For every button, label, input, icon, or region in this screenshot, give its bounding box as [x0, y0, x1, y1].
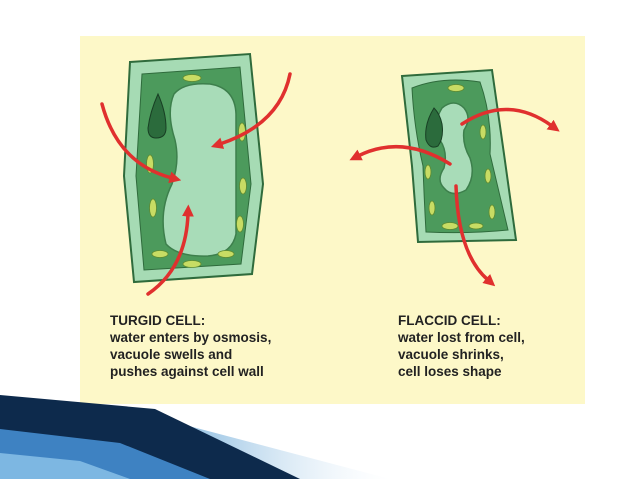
turgid-chloroplasts — [146, 74, 247, 268]
turgid-caption: TURGID CELL: water enters by osmosis, va… — [110, 312, 271, 380]
flaccid-chloroplasts — [424, 84, 496, 230]
turgid-line-2: vacuole swells and — [110, 347, 233, 362]
flaccid-caption: FLACCID CELL: water lost from cell, vacu… — [398, 312, 525, 380]
flaccid-line-3: cell loses shape — [398, 364, 502, 379]
flaccid-vacuole — [435, 102, 473, 195]
slide-swoosh-decoration — [0, 395, 390, 479]
water-out-arrow-right — [460, 107, 560, 132]
water-out-arrow — [349, 107, 560, 287]
flaccid-line-1: water lost from cell, — [398, 330, 525, 345]
turgid-cell — [100, 52, 292, 296]
water-in-arrow — [100, 72, 292, 296]
turgid-vacuole — [162, 82, 237, 257]
turgid-line-1: water enters by osmosis, — [110, 330, 272, 345]
water-out-arrow-left — [349, 144, 452, 166]
osmosis-diagram — [100, 52, 560, 296]
water-in-arrow-right — [210, 72, 292, 149]
water-out-arrow-bottom — [454, 184, 496, 287]
flaccid-nucleus — [425, 107, 443, 148]
turgid-nucleus — [147, 92, 167, 139]
water-in-arrow-bottom — [146, 204, 194, 296]
turgid-title: TURGID CELL: — [110, 313, 206, 328]
turgid-line-3: pushes against cell wall — [110, 364, 264, 379]
water-in-arrow-left — [100, 102, 182, 184]
flaccid-title: FLACCID CELL: — [398, 313, 501, 328]
flaccid-cell — [349, 68, 560, 287]
diagram-panel: TURGID CELL: water enters by osmosis, va… — [80, 36, 585, 404]
flaccid-line-2: vacuole shrinks, — [398, 347, 504, 362]
swoosh-highlight — [0, 453, 130, 479]
